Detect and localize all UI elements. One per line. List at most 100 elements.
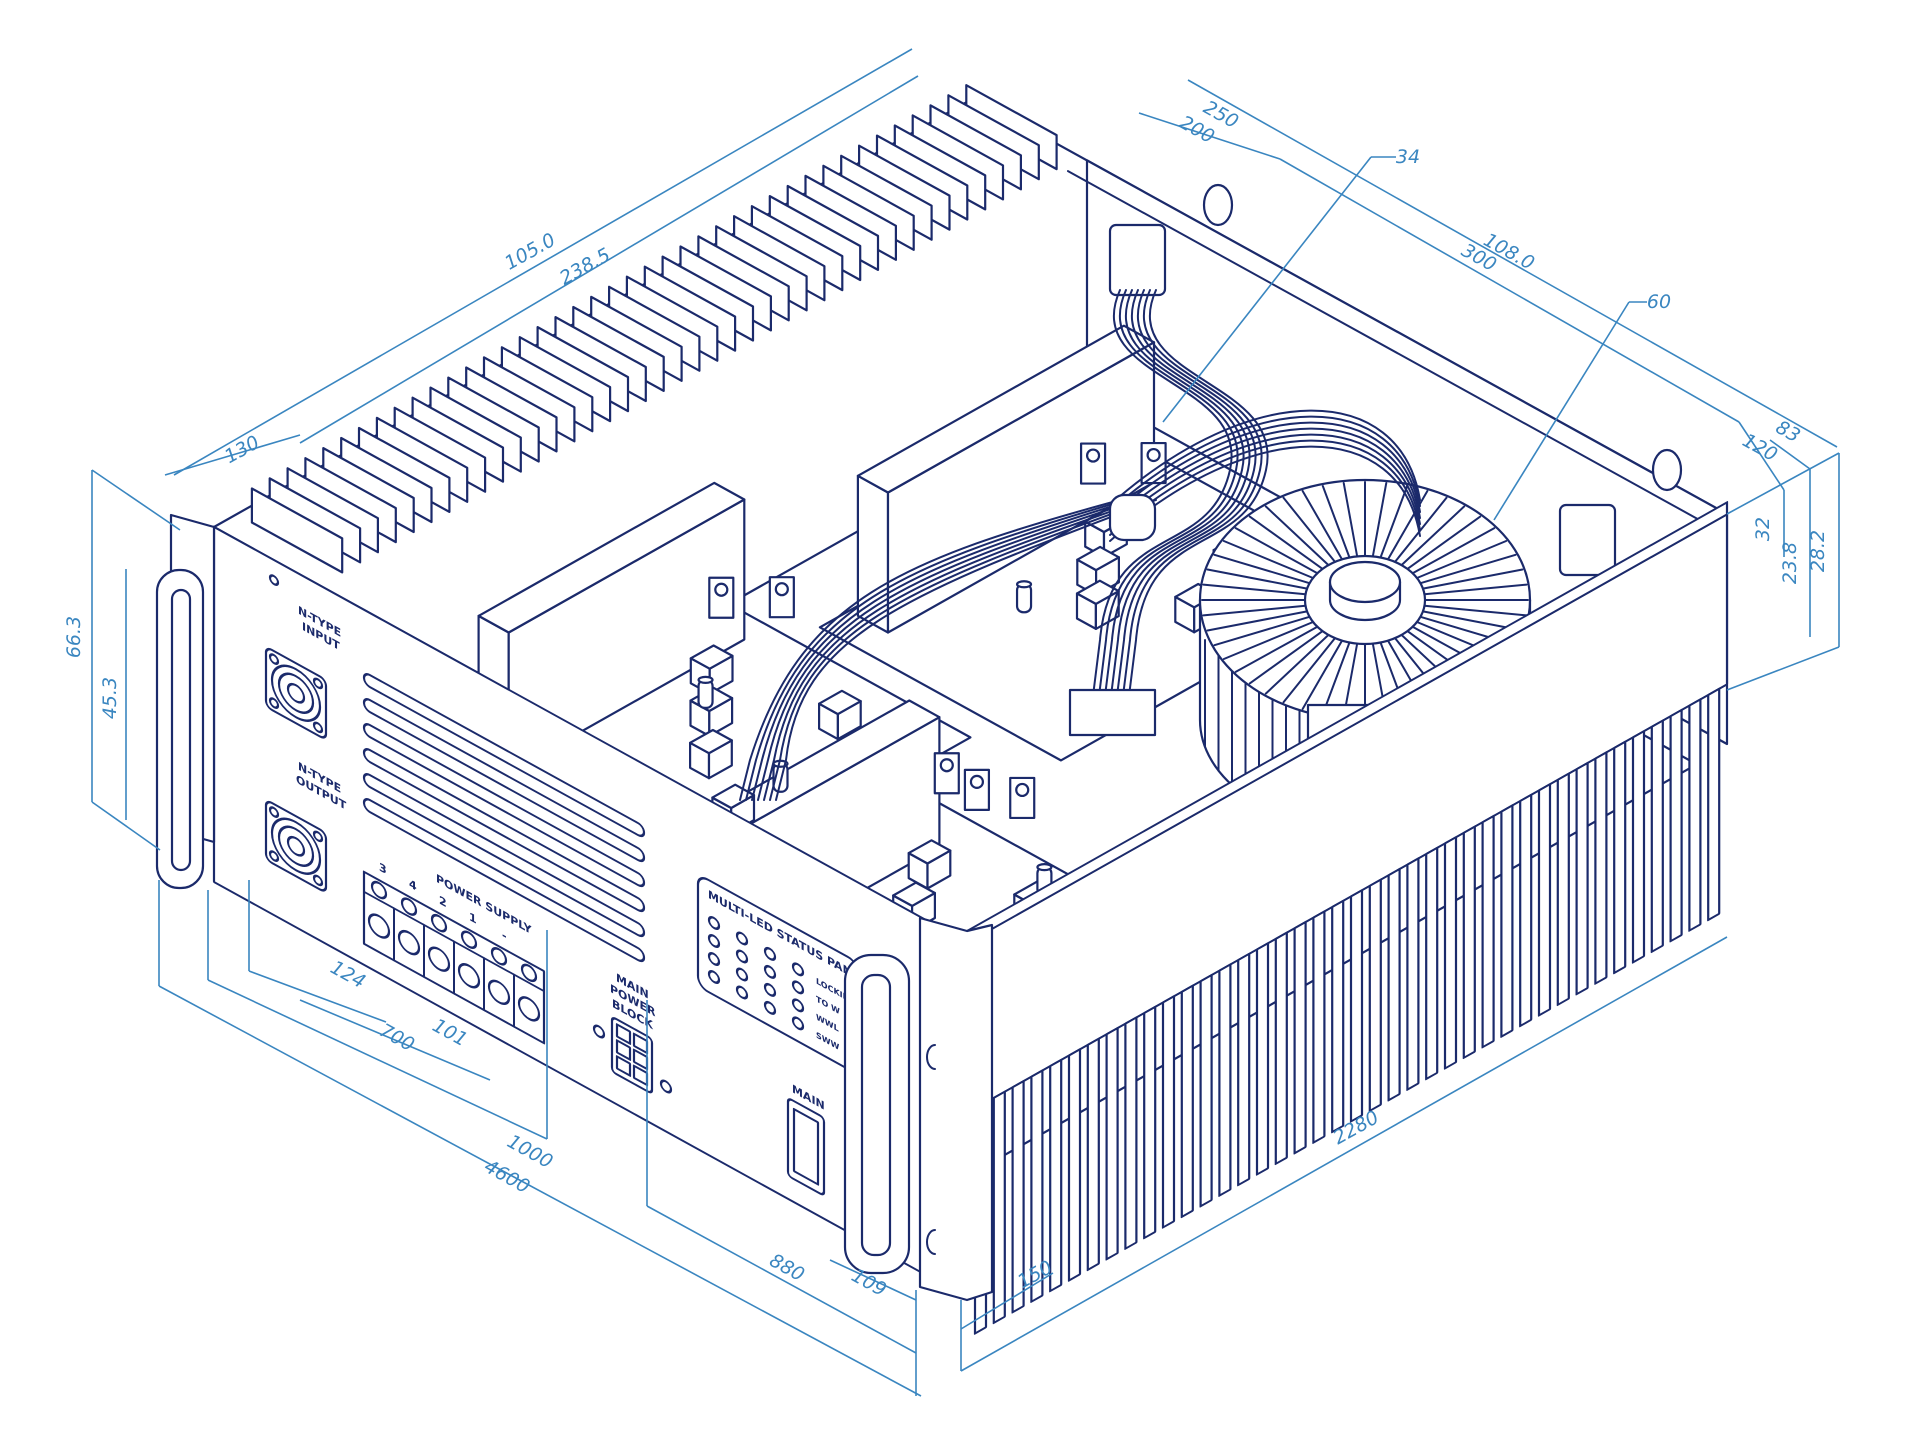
cable [1113, 289, 1257, 721]
dimension-line [299, 75, 919, 444]
heatsink-fin [1124, 1016, 1138, 1250]
capacitor-top [1036, 862, 1053, 872]
toroid-radial-winding [1419, 553, 1517, 585]
back-wall-rim [1067, 170, 1709, 526]
n-type-output-connector [264, 800, 328, 892]
toroid-radial-winding [1379, 485, 1409, 559]
heatsink-fin [1293, 920, 1307, 1155]
toroid-radial-winding [1421, 568, 1524, 590]
heatsink-fin [1331, 899, 1345, 1134]
mount-screw [312, 874, 324, 887]
status-led [707, 916, 721, 930]
toroid-radial-winding [1321, 485, 1351, 559]
status-led [735, 949, 749, 964]
dimension-line [1138, 112, 1281, 160]
cable-loop [1109, 415, 1421, 512]
toroid-radial-winding [1213, 553, 1311, 585]
rocker [792, 1107, 820, 1186]
heatsink-fin [1575, 761, 1589, 996]
dimension-line [158, 985, 922, 1397]
status-led [791, 962, 805, 977]
cable-front [769, 499, 1151, 801]
status-led [763, 1000, 777, 1015]
ac-inlet [1558, 503, 1617, 577]
mount-screw [268, 806, 280, 818]
dimension-line [1726, 452, 1840, 515]
toroid-radial-winding [1301, 489, 1344, 561]
mount-screw [268, 653, 280, 665]
toroid-radial-winding [1282, 637, 1336, 704]
heatsink-fin [1349, 888, 1364, 1123]
toroid-radial-winding [1264, 633, 1330, 695]
pcb-component-top [688, 728, 733, 755]
cable-front [745, 499, 1127, 801]
toroid-radial-winding [1202, 604, 1307, 617]
right-handle-inner [860, 973, 892, 1257]
vent-slot [362, 723, 646, 888]
cable [1095, 289, 1239, 721]
toroid-radial-winding [1371, 482, 1388, 558]
terminal-number: 3 [379, 860, 387, 877]
board-heatsink-left-top [477, 481, 746, 634]
transistor-hole [1085, 448, 1101, 463]
dimension-line [829, 1259, 917, 1301]
dimension-line [207, 979, 548, 1140]
transistor-hole [774, 582, 789, 597]
mount-screw [312, 677, 324, 690]
vent-slot [362, 673, 646, 838]
dimension-label: 105.0 [501, 229, 559, 275]
terminal-screw [520, 963, 538, 983]
pcb-component-top [907, 839, 952, 865]
front-panel: N-TYPE INPUT N-TYPE OUTPUT POWER SUPPLY … [212, 525, 969, 1299]
dimension-label: 880 [766, 1249, 808, 1286]
toroid-radial-winding [1248, 515, 1324, 570]
toroid-radial-winding [1400, 505, 1466, 567]
cable-loop [1109, 445, 1421, 542]
status-led [763, 982, 777, 997]
heatsink-fin [1067, 1048, 1082, 1282]
terminal-screw [430, 913, 448, 933]
capacitor [1015, 583, 1033, 614]
transistor-hole [1015, 782, 1030, 798]
dimension-label: 34 [1396, 146, 1420, 168]
pcb-component-top [689, 644, 734, 670]
heatsink-fin [1180, 984, 1194, 1219]
transistor-hole [939, 758, 954, 773]
cable [1125, 289, 1269, 721]
panel-screw [268, 574, 280, 586]
transistor-hole [1146, 447, 1161, 463]
status-led [735, 967, 749, 982]
toroid-radial-winding [1206, 568, 1309, 590]
terminal-socket [487, 979, 511, 1005]
dimension-line [1162, 156, 1372, 423]
toroid-radial-winding [1411, 527, 1496, 575]
status-led [735, 931, 749, 946]
mount-screw [268, 850, 280, 862]
toroid-radial-winding [1423, 583, 1528, 596]
toroid-radial-winding [1234, 527, 1319, 575]
dimension-label: 32 [1752, 517, 1774, 541]
heatsink-base [966, 683, 1728, 1115]
vent-slot [362, 773, 646, 938]
heatsink-fin [1274, 931, 1288, 1166]
cable-loop [1109, 439, 1421, 536]
heatsink-fin [1481, 814, 1495, 1049]
status-led [707, 970, 721, 984]
toroid-radial-winding [1386, 489, 1429, 561]
dimension-line [299, 999, 491, 1081]
power-block-cell [615, 1023, 632, 1045]
cable-sleeve [1108, 493, 1157, 542]
cable-front [763, 499, 1145, 801]
dimension-line [248, 970, 387, 1023]
mount-screw [312, 721, 324, 734]
transistor-hole [969, 774, 985, 789]
dimension-label: 60 [1647, 291, 1671, 313]
status-led [707, 934, 721, 948]
panel-screw [659, 1079, 673, 1094]
dimension-line [1279, 158, 1740, 423]
heatsink-fin [1707, 687, 1721, 922]
mount-screw [268, 697, 280, 709]
heatsink-fin [1443, 835, 1458, 1070]
toroid-radial-winding [1301, 639, 1344, 711]
heatsink-fin [1669, 708, 1683, 943]
